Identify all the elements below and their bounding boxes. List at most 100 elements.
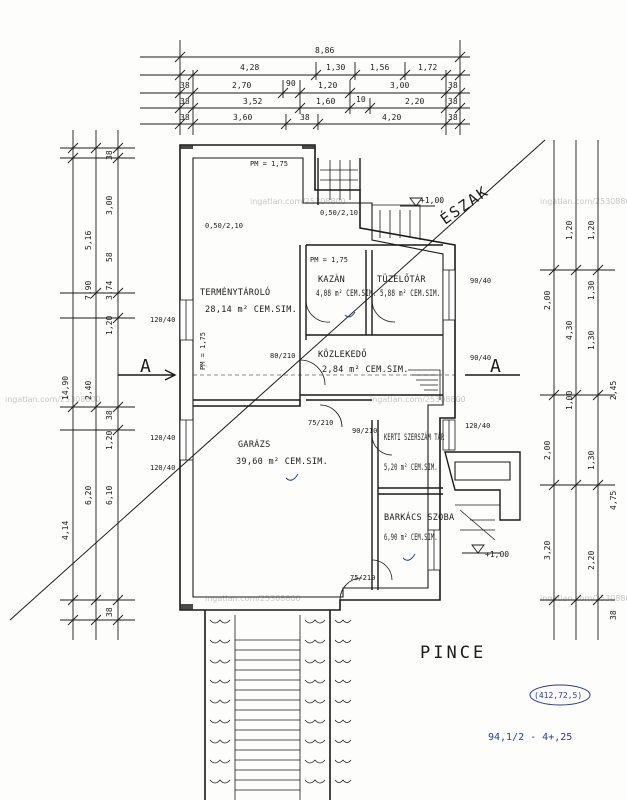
opening-2: PM = 1,75 [310,256,348,264]
dim-r1-2: 1,30 [326,63,345,72]
windows [179,269,456,571]
room-termenytarolo-area: 28,14 m² CEM.SIM. [205,305,297,315]
ldim-15: 38 [105,607,114,617]
room-kazan-area: 4,08 m² CEM.SIM. [316,288,377,298]
dim-r3-6: 38 [448,97,458,106]
room-tuzelotar-area: 5,88 m² CEM.SIM. [380,288,441,298]
level-marks [400,197,500,554]
ldim-1: 38 [105,150,114,160]
watermark-3: ingatlan.com/25308800 [5,395,101,404]
room-kozlekedo-name: KÖZLEKEDŐ [318,349,367,360]
rdim-2: 1,20 [565,221,574,240]
dim-r3-1: 38 [180,97,190,106]
pen-marks [285,311,416,561]
note-ellipse [529,684,591,706]
ldim-13: 6,10 [105,486,114,505]
rdim-11: 4,75 [609,491,618,510]
opening-4: 120/40 [150,316,175,324]
dim-r2-1: 38 [180,81,190,90]
dim-r2-3: 90 [286,79,296,88]
right-dimension-lines [540,140,615,640]
level-mark-1: +1,00 [420,196,444,205]
left-dimension-labels: 38 3,00 5,16 58 7,90 1,20 3,74 14,90 38 … [61,150,114,617]
dim-r2-6: 38 [448,81,458,90]
room-kozlekedo-area: 2,84 m² CEM.SIM. [322,365,409,375]
watermark-4: ingatlan.com/25308800 [205,594,301,603]
ldim-7: 3,74 [105,281,114,300]
room-kerti-name: KERTI SZERSZÁM TÁR [384,432,445,443]
rdim-6: 1,30 [587,331,596,350]
opening-14: 0,50/2,10 [320,209,358,217]
watermark-2: ingatlan.com/25308800 [370,395,466,404]
section-line [118,369,520,381]
rdim-1: 2,00 [543,291,552,310]
opening-3: PM = 1,75 [199,332,207,370]
dim-r2-2: 2,70 [232,81,251,90]
room-garazs-area: 39,60 m² CEM.SIM. [236,457,328,467]
ldim-8: 14,90 [61,376,70,400]
opening-15: 0,50/2,10 [205,222,243,230]
right-dimension-labels: 2,00 1,20 1,20 1,30 4,30 1,30 2,45 1,00 … [543,221,618,620]
rdim-3: 1,20 [587,221,596,240]
dim-r2-4: 1,20 [318,81,337,90]
rdim-4: 1,30 [587,281,596,300]
dim-r2-5: 3,00 [390,81,409,90]
dim-r4-4: 4,20 [382,113,401,122]
walls [179,144,521,800]
section-marker-right: A [490,356,501,377]
rdim-14: 38 [609,610,618,620]
dim-r1-4: 1,72 [418,63,437,72]
doors [299,299,396,601]
top-dimension-lines [140,40,470,135]
dim-r4-3: 38 [300,113,310,122]
dim-r3-4: 10 [356,95,366,104]
dim-r4-2: 3,60 [233,113,252,122]
handwritten-note-2: 94,1/2 - 4+,25 [488,732,572,743]
section-marker-left: A [140,356,151,377]
dim-r1-1: 4,28 [240,63,259,72]
ldim-9: 38 [105,410,114,420]
dim-r3-2: 3,52 [243,97,262,106]
north-diagonal-line [9,139,546,621]
opening-5: 120/40 [150,434,175,442]
watermark-1: ingatlan.com/25308800 [250,197,346,206]
room-termenytarolo-name: TERMÉNYTÁROLÓ [200,286,270,298]
opening-13: 80/210 [270,352,295,360]
room-kerti-area: 5,20 m² CEM.SIM. [384,462,438,473]
left-dimension-lines [60,130,135,640]
room-barkacs-name: BARKÁCS SZOBA [384,511,454,523]
opening-6: 120/40 [150,464,175,472]
watermark-5: ingatlan.com/25308800 [540,197,627,206]
ldim-3: 5,16 [84,231,93,250]
opening-7: 120/40 [465,422,490,430]
drawing-title: PINCE [420,643,486,663]
ldim-2: 3,00 [105,196,114,215]
ldim-4: 58 [105,252,114,262]
dim-r4-1: 38 [180,113,190,122]
rdim-12: 3,20 [543,541,552,560]
ldim-6: 1,20 [105,316,114,335]
watermark-6: ingatlan.com/25308800 [540,594,627,603]
rdim-10: 1,30 [587,451,596,470]
opening-9: 90/40 [470,354,491,362]
ldim-10: 2,40 [84,381,93,400]
room-barkacs-area: 6,90 m² CEM.SIM. [384,532,438,543]
rdim-8: 1,00 [565,391,574,410]
opening-10: 90/210 [352,427,377,435]
opening-12: 75/210 [308,419,333,427]
wall-hatching [180,145,315,610]
opening-8: 90/40 [470,277,491,285]
entrance-ramp [209,615,352,800]
dim-r3-5: 2,20 [405,97,424,106]
opening-11: 75/210 [350,574,375,582]
dim-total: 8,86 [315,46,334,55]
rdim-13: 2,20 [587,551,596,570]
ldim-11: 1,20 [105,431,114,450]
room-garazs-name: GARÁZS [238,438,271,450]
interior-stairs [320,160,500,541]
dim-r3-3: 1,60 [316,97,335,106]
dim-r4-5: 38 [448,113,458,122]
opening-1: PM = 1,75 [250,160,288,168]
room-kazan-name: KAZÁN [318,273,345,285]
